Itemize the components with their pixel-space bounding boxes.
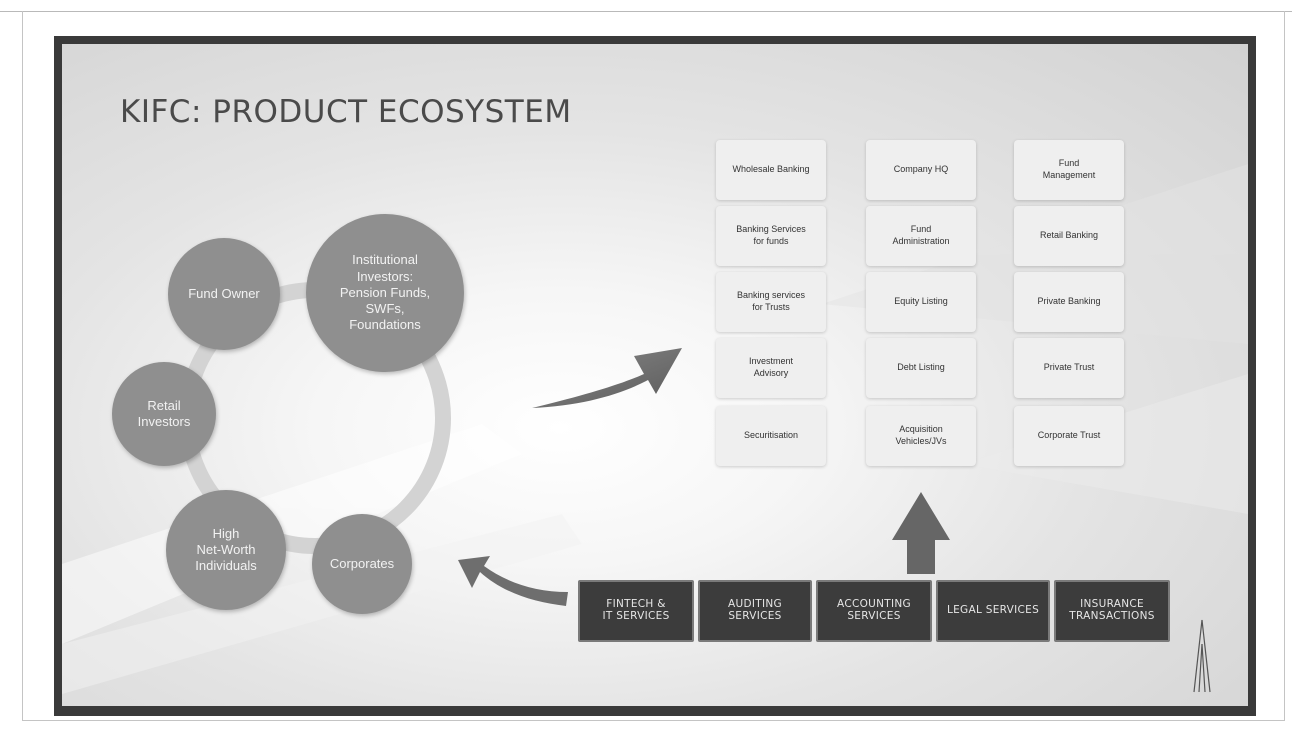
client-circle-institutional-investors: Institutional Investors: Pension Funds, … bbox=[306, 214, 464, 372]
product-card: Banking Services for funds bbox=[716, 206, 826, 266]
product-card: Wholesale Banking bbox=[716, 140, 826, 200]
product-card: Securitisation bbox=[716, 406, 826, 466]
product-label: Company HQ bbox=[893, 164, 949, 175]
product-card: Fund Administration bbox=[866, 206, 976, 266]
product-card: Company HQ bbox=[866, 140, 976, 200]
product-card: Private Banking bbox=[1014, 272, 1124, 332]
client-label: Retail Investors bbox=[137, 397, 191, 429]
page-rule-left bbox=[22, 11, 23, 721]
client-circle-corporates: Corporates bbox=[312, 514, 412, 614]
product-label: Private Trust bbox=[1043, 362, 1095, 373]
product-label: Private Banking bbox=[1037, 296, 1101, 307]
service-label: ACCOUNTING SERVICES bbox=[837, 598, 911, 622]
product-label: Corporate Trust bbox=[1037, 430, 1101, 441]
product-label: Banking services for Trusts bbox=[736, 290, 806, 312]
logo-icon bbox=[1193, 619, 1211, 693]
product-label: Debt Listing bbox=[897, 362, 945, 373]
service-box-insurance: INSURANCE TRANSACTIONS bbox=[1054, 580, 1170, 642]
product-label: Investment Advisory bbox=[748, 356, 794, 378]
product-label: Fund Management bbox=[1042, 158, 1096, 180]
product-label: Equity Listing bbox=[894, 296, 948, 307]
product-label: Fund Administration bbox=[892, 224, 950, 246]
product-label: Retail Banking bbox=[1039, 230, 1099, 241]
product-label: Wholesale Banking bbox=[732, 164, 810, 175]
arrow-curved-left-icon bbox=[458, 556, 568, 606]
page-rule-top bbox=[0, 11, 1292, 12]
slide: KIFC: PRODUCT ECOSYSTEM Fund Owner Insti… bbox=[54, 36, 1256, 716]
product-card: Equity Listing bbox=[866, 272, 976, 332]
service-box-fintech: FINTECH & IT SERVICES bbox=[578, 580, 694, 642]
client-circle-retail-investors: Retail Investors bbox=[112, 362, 216, 466]
product-card: Banking services for Trusts bbox=[716, 272, 826, 332]
service-box-auditing: AUDITING SERVICES bbox=[698, 580, 812, 642]
service-label: INSURANCE TRANSACTIONS bbox=[1069, 598, 1155, 622]
client-circle-fund-owner: Fund Owner bbox=[168, 238, 280, 350]
client-label: Fund Owner bbox=[188, 285, 260, 301]
product-card: Private Trust bbox=[1014, 338, 1124, 398]
service-box-legal: LEGAL SERVICES bbox=[936, 580, 1050, 642]
client-label: Institutional Investors: Pension Funds, … bbox=[339, 252, 431, 333]
service-label: AUDITING SERVICES bbox=[728, 598, 782, 622]
arrow-up-icon bbox=[892, 492, 950, 574]
service-label: LEGAL SERVICES bbox=[946, 604, 1040, 617]
product-label: Banking Services for funds bbox=[736, 224, 806, 246]
client-label: Corporates bbox=[329, 555, 395, 571]
service-box-accounting: ACCOUNTING SERVICES bbox=[816, 580, 932, 642]
product-card: Retail Banking bbox=[1014, 206, 1124, 266]
slide-title: KIFC: PRODUCT ECOSYSTEM bbox=[120, 94, 572, 130]
client-circle-high-net-worth: High Net-Worth Individuals bbox=[166, 490, 286, 610]
client-label: High Net-Worth Individuals bbox=[195, 525, 257, 574]
page-rule-bottom bbox=[22, 720, 1284, 721]
product-label: Securitisation bbox=[743, 430, 799, 441]
product-card: Corporate Trust bbox=[1014, 406, 1124, 466]
service-label: FINTECH & IT SERVICES bbox=[602, 598, 670, 622]
product-label: Acquisition Vehicles/JVs bbox=[895, 424, 947, 446]
page-rule-right bbox=[1284, 11, 1285, 721]
arrow-right-icon bbox=[532, 348, 682, 408]
product-card: Fund Management bbox=[1014, 140, 1124, 200]
product-card: Investment Advisory bbox=[716, 338, 826, 398]
product-card: Acquisition Vehicles/JVs bbox=[866, 406, 976, 466]
product-card: Debt Listing bbox=[866, 338, 976, 398]
